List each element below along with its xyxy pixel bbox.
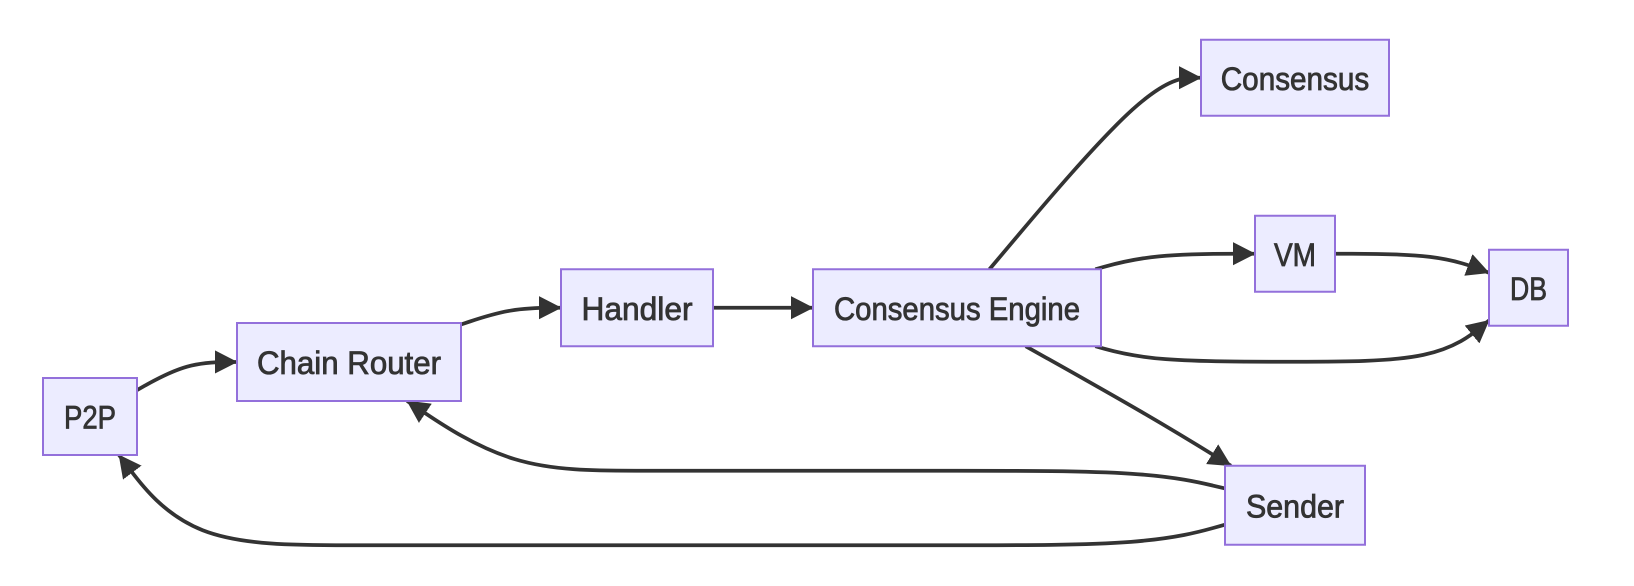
svg-text:Chain Router: Chain Router	[257, 345, 441, 381]
svg-text:Handler: Handler	[582, 291, 693, 327]
svg-text:P2P: P2P	[64, 400, 116, 436]
svg-text:Consensus Engine: Consensus Engine	[834, 291, 1080, 327]
svg-text:VM: VM	[1274, 237, 1316, 273]
svg-text:Sender: Sender	[1246, 488, 1344, 524]
svg-text:Consensus: Consensus	[1221, 61, 1370, 97]
svg-text:DB: DB	[1510, 271, 1547, 307]
